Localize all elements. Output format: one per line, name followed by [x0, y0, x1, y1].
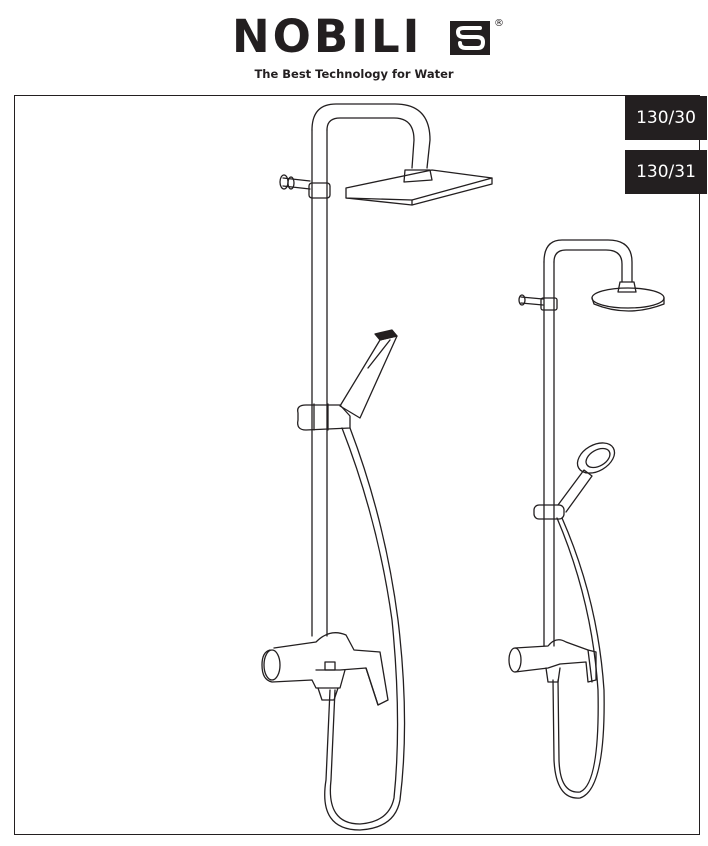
registered-mark: ® [494, 18, 504, 29]
product-code-badge: 130/30 [625, 96, 707, 140]
nobili-s-mark-icon [450, 21, 490, 55]
square-head-shower-column-icon [261, 103, 493, 831]
illustration-frame [14, 95, 700, 835]
round-head-shower-column-icon [508, 239, 665, 799]
brand-tagline: The Best Technology for Water [254, 67, 454, 81]
product-code-badge: 130/31 [625, 150, 707, 194]
brand-logo: NOBILI ® [232, 12, 512, 62]
brand-name: NOBILI [232, 10, 423, 63]
